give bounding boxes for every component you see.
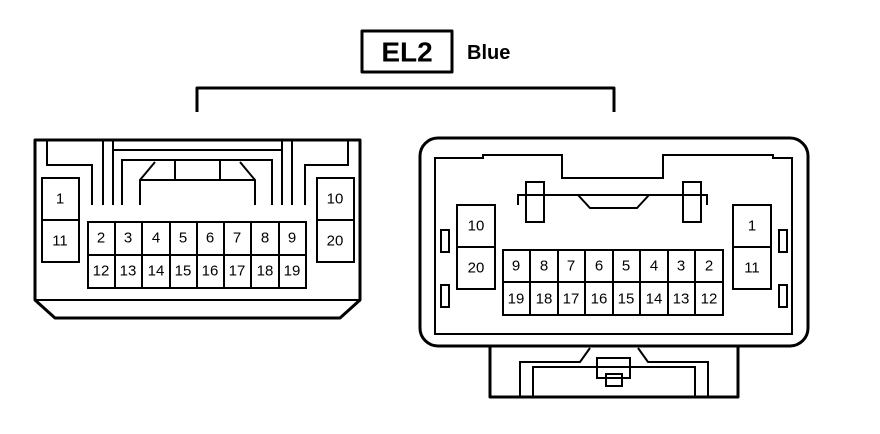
pin-label: 4 <box>152 230 160 247</box>
pin-label: 20 <box>327 233 344 250</box>
pin-label: 11 <box>744 260 760 277</box>
right-connector-pin-grid: 9 8 7 6 5 4 3 2 19 18 17 16 15 14 13 12 <box>502 249 724 316</box>
pin-label: 7 <box>567 258 575 275</box>
pin-label: 3 <box>124 230 132 247</box>
pin-label: 16 <box>202 263 219 280</box>
pin-label: 2 <box>97 230 105 247</box>
pin-label: 18 <box>536 291 553 308</box>
pin-label: 12 <box>93 263 110 280</box>
connector-color: Blue <box>467 42 510 64</box>
pin-label: 9 <box>512 258 520 275</box>
pin-label: 5 <box>179 230 187 247</box>
pin-label: 6 <box>595 258 603 275</box>
pin-label: 19 <box>508 291 525 308</box>
left-connector-side-left: 1 11 <box>41 177 80 263</box>
pin-label: 15 <box>618 291 635 308</box>
right-connector-housing <box>418 136 810 399</box>
pin-label: 14 <box>148 263 165 280</box>
left-connector-side-right: 10 20 <box>316 177 355 263</box>
pin-label: 20 <box>468 260 485 277</box>
pin-label: 10 <box>468 218 485 235</box>
pin-label: 15 <box>175 263 192 280</box>
pin-label: 8 <box>261 230 269 247</box>
left-connector-pin-grid: 2 3 4 5 6 7 8 9 12 13 14 15 16 17 18 19 <box>87 221 307 289</box>
pin-label: 1 <box>748 218 756 235</box>
connector-code-box <box>360 29 454 74</box>
pin-label: 7 <box>233 230 241 247</box>
pin-label: 9 <box>288 230 296 247</box>
pin-label: 5 <box>622 258 630 275</box>
pin-label: 17 <box>563 291 580 308</box>
pin-label: 17 <box>229 263 246 280</box>
connector-bracket <box>195 86 616 112</box>
connector-code: EL2 <box>381 37 432 68</box>
pin-label: 13 <box>673 291 690 308</box>
pin-label: 11 <box>52 233 68 250</box>
pin-label: 19 <box>284 263 301 280</box>
right-connector-side-right: 1 11 <box>732 204 772 290</box>
pin-label: 13 <box>120 263 137 280</box>
pin-label: 3 <box>677 258 685 275</box>
pin-label: 18 <box>257 263 274 280</box>
pin-label: 2 <box>705 258 713 275</box>
pin-label: 12 <box>701 291 718 308</box>
pin-label: 14 <box>646 291 663 308</box>
pin-label: 6 <box>206 230 214 247</box>
pin-label: 8 <box>540 258 548 275</box>
pin-label: 4 <box>650 258 658 275</box>
pin-label: 1 <box>56 191 64 208</box>
right-connector-side-left: 10 20 <box>456 204 496 290</box>
left-connector-housing <box>33 138 362 320</box>
pin-label: 16 <box>591 291 608 308</box>
pin-label: 10 <box>327 191 344 208</box>
